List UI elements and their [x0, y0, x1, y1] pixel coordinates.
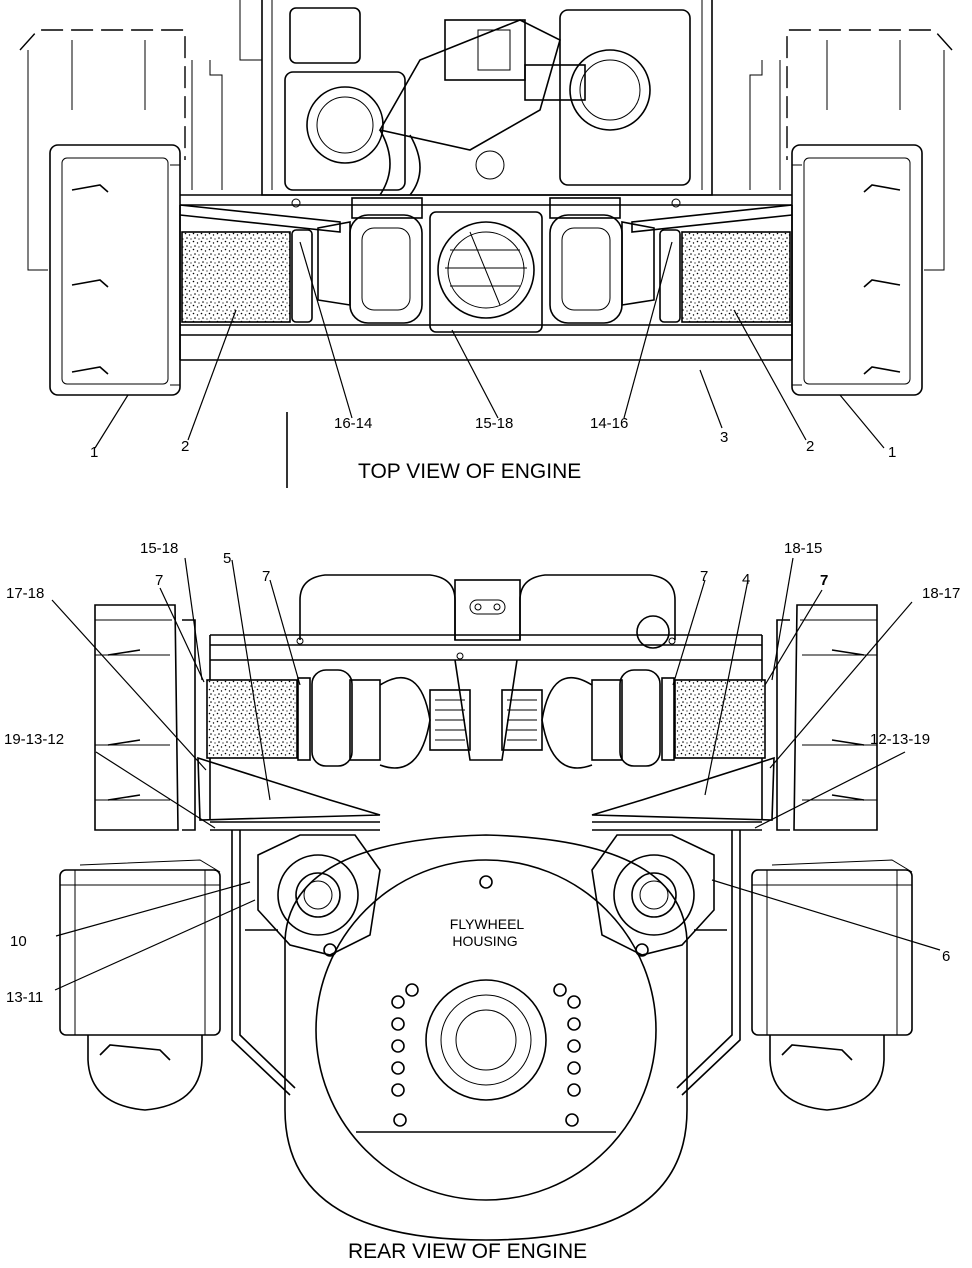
callout-rear-4: 4	[742, 571, 750, 588]
flywheel-housing-label-line1: FLYWHEEL	[450, 916, 525, 932]
rear-view-title: REAR VIEW OF ENGINE	[348, 1240, 587, 1263]
callout-top-1-right: 1	[888, 444, 896, 461]
callout-rear-18-15: 18-15	[784, 540, 822, 557]
top-view: 1 2 16-14 15-18 14-16 3 2 1 TOP VIEW OF …	[19, 0, 953, 488]
callout-top-2-left: 2	[181, 438, 189, 455]
callout-rear-19-13-12: 19-13-12	[4, 731, 64, 748]
piping-rear	[231, 830, 741, 1096]
callout-rear-7-a: 7	[155, 572, 163, 589]
accessory-drive-left	[257, 834, 381, 956]
rear-view: FLYWHEEL HOUSING 15-18 5 7 7 7 4 18-15	[4, 540, 960, 1263]
callout-rear-15-18: 15-18	[140, 540, 178, 557]
leader-lines-top	[94, 241, 885, 449]
callout-rear-17-18: 17-18	[6, 585, 44, 602]
callout-top-1-left: 1	[90, 444, 98, 461]
callout-rear-13-11: 13-11	[6, 989, 43, 1006]
callout-rear-6: 6	[942, 948, 950, 965]
top-view-title: TOP VIEW OF ENGINE	[358, 460, 581, 483]
callout-rear-12-13-19: 12-13-19	[870, 731, 930, 748]
callout-top-15-18: 15-18	[475, 415, 513, 432]
callout-rear-7-d: 7	[820, 572, 828, 589]
housing-bolt-holes	[323, 875, 649, 1127]
left-air-cleaner-rear	[59, 604, 221, 1111]
filter-element-rear-left	[206, 679, 298, 759]
flywheel-housing-label-line2: HOUSING	[452, 933, 517, 949]
callout-rear-7-c: 7	[700, 568, 708, 585]
accessory-drive-right	[591, 834, 715, 956]
callout-rear-10: 10	[10, 933, 27, 950]
turbochargers-rear	[297, 659, 675, 769]
support-frame-top	[179, 194, 793, 361]
filter-element-right	[681, 231, 791, 323]
leader-lines-rear	[51, 557, 941, 991]
callout-top-2-right: 2	[806, 438, 814, 455]
left-air-cleaner-top	[19, 29, 223, 396]
callout-top-14-16: 14-16	[590, 415, 628, 432]
callout-rear-5: 5	[223, 550, 231, 567]
callout-top-3: 3	[720, 429, 728, 446]
callout-rear-18-17: 18-17	[922, 585, 960, 602]
flywheel-housing	[284, 834, 688, 1241]
callout-rear-7-b: 7	[262, 568, 270, 585]
turbo-air-inlets-rear	[299, 574, 676, 649]
turbochargers-top	[291, 197, 681, 333]
callout-top-16-14: 16-14	[334, 415, 372, 432]
mounting-plates-rear	[197, 756, 775, 831]
engine-block-top	[239, 0, 713, 196]
right-air-cleaner-top	[749, 29, 953, 396]
right-air-cleaner-rear	[751, 604, 913, 1111]
filter-element-left	[181, 231, 291, 323]
